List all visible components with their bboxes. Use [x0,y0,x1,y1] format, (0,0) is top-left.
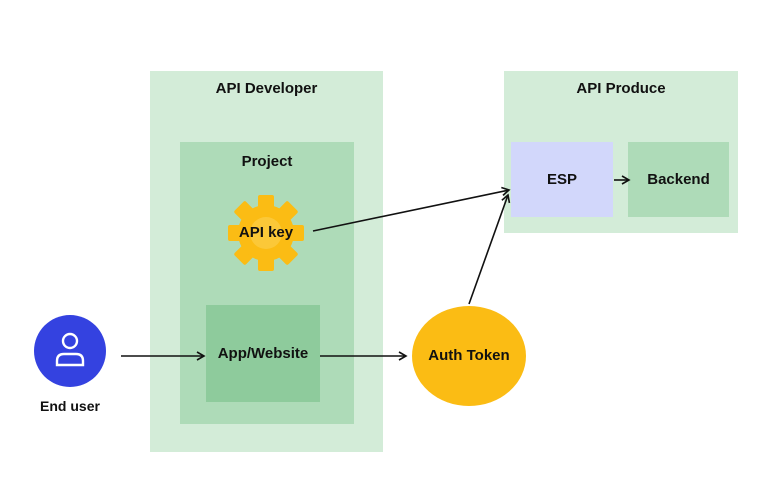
gear-icon [228,195,304,271]
backend-label: Backend [647,171,710,188]
end-user-avatar [34,315,106,387]
api-key-label: API key [238,224,294,241]
app-website-box: App/Website [206,305,320,402]
end-user-label: End user [40,398,100,414]
auth-token-shape [412,306,526,406]
esp-label: ESP [546,171,577,188]
arrow-apikey-to-esp [312,186,511,232]
auth-token-label: Auth Token [428,347,510,364]
arrow-auth-to-esp [468,193,511,305]
api-producer-title: API Produce [576,80,666,97]
app-website-label: App/Website [217,345,309,362]
project-title: Project [241,153,293,170]
backend-box: Backend [628,142,729,217]
api-developer-title: API Developer [215,80,318,97]
user-icon [55,332,85,367]
esp-box: ESP [511,142,613,217]
